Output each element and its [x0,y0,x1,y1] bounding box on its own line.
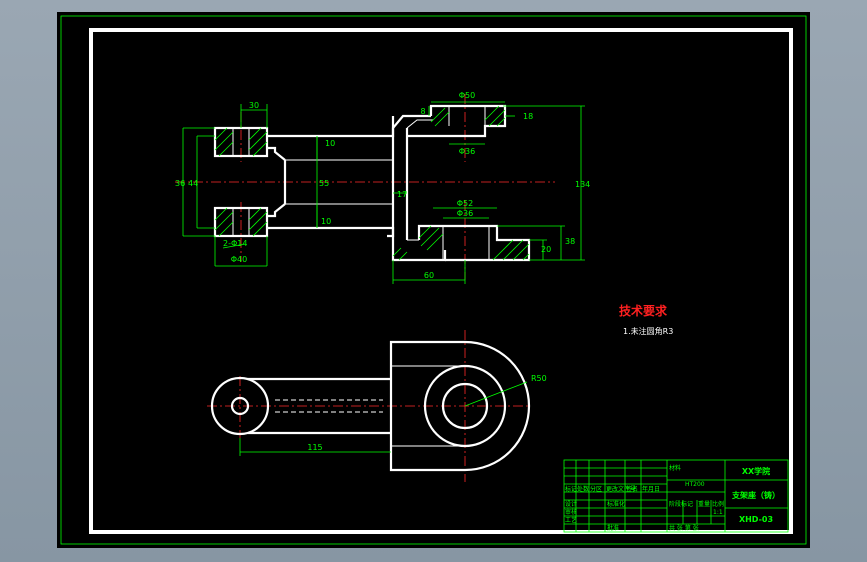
top-view: 30 8 Φ50 18 10 Φ36 36 44 55 17 134 Φ52 Φ… [175,91,590,284]
tech-requirements-note: 1.未注圆角R3 [623,326,673,336]
title-block-border [563,459,789,533]
tb-label-date: 年月日 [642,485,660,493]
dim-8: 8 [420,107,425,116]
tb-weight: 重量 [698,500,710,508]
dim-2-phi14: 2-Φ14 [223,239,247,248]
tb-school: XX学院 [742,466,770,476]
title-block-grid [564,460,725,532]
dim-38: 38 [565,237,575,246]
drawing-svg: 30 8 Φ50 18 10 Φ36 36 44 55 17 134 Φ52 Φ… [60,15,807,545]
tb-stage: 阶段标记 [669,500,693,508]
dim-60: 60 [424,271,434,280]
lower-fork-hatch [392,225,530,261]
dim-phi52: Φ52 [457,199,473,208]
dim-20: 20 [541,245,551,254]
tb-standard: 标准化 [607,500,625,508]
central-body-outline [391,116,447,262]
dim-10-lower: 10 [321,217,331,226]
tb-sheets: 共 张 第 张 [669,524,699,532]
top-view-dimension-lines [182,101,585,284]
upper-fork-hatch [430,105,506,127]
front-right-boss-outer [423,364,507,448]
front-view: R50 115 [207,330,547,482]
tb-approve: 批准 [607,524,619,532]
tb-label-zone: 分区 [590,485,602,493]
dim-30: 30 [249,101,259,110]
tb-drawing-no: XHD-03 [739,515,773,524]
tb-label-change-doc: 更改文件号 [606,485,636,493]
drawing-canvas[interactable]: 30 8 Φ50 18 10 Φ36 36 44 55 17 134 Φ52 Φ… [57,12,810,548]
r50-leader [464,381,528,407]
dim-phi36-upper: Φ36 [459,147,475,156]
dim-phi40: Φ40 [231,255,247,264]
tb-label-count: 处数 [577,485,589,493]
tb-designer: 设计 [565,500,577,508]
tb-label-signature: 签名 [626,485,638,493]
front-left-boss-hole [230,396,250,416]
title-block: 标记 处数 分区 更改文件号 签名 年月日 设计 标准化 审核 工艺 批准 材料… [563,459,789,533]
dim-55: 55 [319,179,329,188]
tech-requirements-title: 技术要求 [619,303,668,318]
tb-part-name: 支架座（铸） [731,490,780,500]
front-right-boss-hole [441,382,489,430]
tb-label-mark: 标记 [565,485,577,493]
left-boss-lower-hatch [214,207,268,237]
lower-arm-transition [267,203,286,218]
dim-115: 115 [307,443,322,452]
upper-fork-outline [407,104,507,138]
dim-17: 17 [397,190,407,199]
left-boss-upper-hatch [214,127,268,157]
tb-scale: 1:1 [713,509,723,516]
tb-process: 工艺 [565,516,577,524]
central-body-fillet-top [406,119,433,129]
dim-44: 44 [188,179,198,188]
dim-r50: R50 [531,374,547,383]
dim-phi36-lower: Φ36 [457,209,473,218]
tb-material-label: 材料 [669,464,681,472]
outer-frame-border [60,15,807,545]
dim-phi50: Φ50 [459,91,475,100]
tb-material: HT200 [685,481,705,488]
front-right-body-outline [389,340,531,472]
lower-arm-bottom [267,226,395,238]
dim-36: 36 [175,179,185,188]
dim-10-upper: 10 [325,139,335,148]
dim-18: 18 [523,112,533,121]
tb-ratio: 比例 [712,500,724,508]
front-left-boss-outer [210,376,270,436]
inner-border [89,28,793,534]
tb-check: 审核 [565,508,577,516]
dim-134: 134 [575,180,590,189]
upper-arm-transition [267,146,286,161]
